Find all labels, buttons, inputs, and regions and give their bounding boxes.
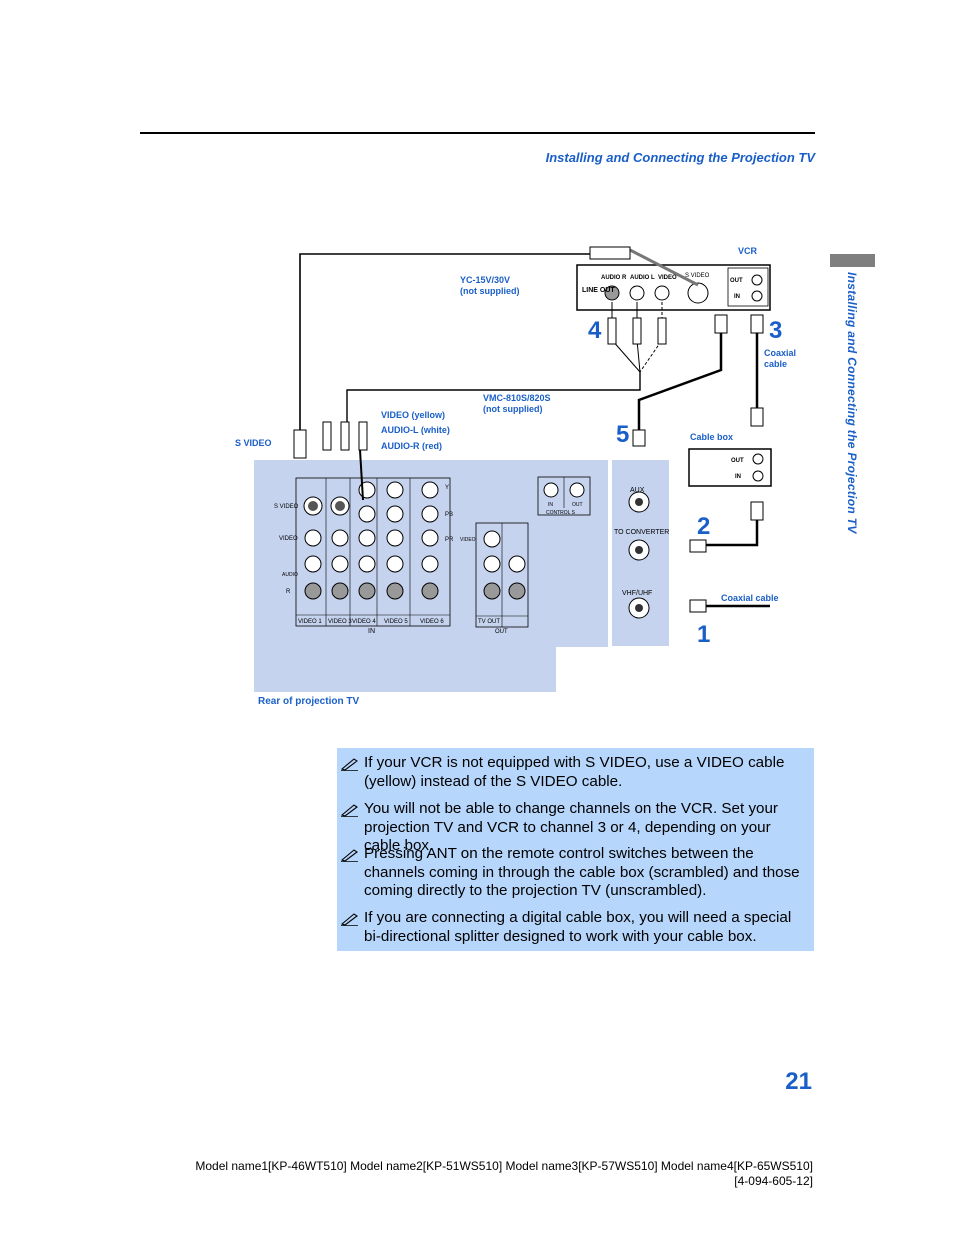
panel-video-label: VIDEO <box>279 536 298 542</box>
plug-video-label: VIDEO (yellow) <box>381 410 445 420</box>
cable-box-title: Cable box <box>690 432 733 442</box>
tv-rear-panel <box>254 460 608 692</box>
step-number: 2 <box>697 513 710 540</box>
panel-out-label: OUT <box>495 629 508 635</box>
plug-s-video-label: S VIDEO <box>235 438 272 448</box>
footer-code: [4-094-605-12] <box>734 1174 813 1188</box>
note-pencil-icon <box>341 758 358 771</box>
coaxial-cable-bottom-label: Coaxial cable <box>721 593 779 603</box>
note-item: If you are connecting a digital cable bo… <box>339 909 809 946</box>
vcr-s-video: S VIDEO <box>685 273 710 279</box>
input-label-4: VIDEO 4 <box>352 619 376 625</box>
panel-pr-label: PR <box>445 537 454 543</box>
input-label-1: VIDEO 1 <box>298 619 322 625</box>
vcr-title: VCR <box>738 246 758 256</box>
coaxial-cable-label-1: Coaxial <box>764 348 796 358</box>
section-header: Installing and Connecting the Projection… <box>545 150 815 165</box>
control-s-in-label: IN <box>548 502 553 508</box>
note-pencil-icon <box>341 849 358 862</box>
vcr-out: OUT <box>730 278 743 284</box>
to-converter-label: TO CONVERTER <box>614 529 669 536</box>
vmc-cable-note: (not supplied) <box>483 404 543 414</box>
page-number: 21 <box>785 1068 812 1095</box>
vcr-audio-r: AUDIO R <box>601 275 627 281</box>
note-pencil-icon <box>341 913 358 926</box>
note-text: If your VCR is not equipped with S VIDEO… <box>364 754 785 790</box>
coaxial-cable-label-2: cable <box>764 359 787 369</box>
vcr-audio-l: AUDIO L <box>630 275 655 281</box>
plug-audio-r-label: AUDIO-R (red) <box>381 441 442 451</box>
s-video-jack <box>303 496 350 516</box>
side-tab-marker <box>830 254 875 267</box>
tv-out-label: TV OUT <box>478 619 500 625</box>
note-item: If your VCR is not equipped with S VIDEO… <box>339 754 809 791</box>
out-video-label: VIDEO <box>460 537 476 543</box>
cable-box-out: OUT <box>731 458 744 464</box>
note-pencil-icon <box>341 804 358 817</box>
control-s-out-label: OUT <box>572 502 583 508</box>
vmc-cable-label: VMC-810S/820S <box>483 393 551 403</box>
control-s-label: CONTROL S <box>546 510 576 516</box>
notes-box: If your VCR is not equipped with S VIDEO… <box>337 748 814 951</box>
plug-audio-l-label: AUDIO-L (white) <box>381 425 450 435</box>
rear-of-tv-label: Rear of projection TV <box>258 696 359 707</box>
panel-pb-label: PB <box>445 512 453 518</box>
vhf-uhf-label: VHF/UHF <box>622 590 652 597</box>
yc-cable-note: (not supplied) <box>460 286 520 296</box>
note-item: You will not be able to change channels … <box>339 800 809 856</box>
footer-models: Model name1[KP-46WT510] Model name2[KP-5… <box>195 1159 813 1173</box>
step-number: 5 <box>616 421 629 448</box>
rca-jacks <box>304 481 439 600</box>
aux-label: AUX <box>630 487 645 494</box>
connection-diagram: S VIDEO VIDEO AUDIO R Y PB PR VIDEO 1 VI… <box>235 246 796 707</box>
header-rule <box>140 132 815 134</box>
step-number: 1 <box>697 621 710 648</box>
vcr-line-out: LINE OUT <box>582 287 615 294</box>
panel-audio-label: AUDIO <box>282 572 298 578</box>
input-label-6: VIDEO 6 <box>420 619 444 625</box>
note-text: Pressing ANT on the remote control switc… <box>364 845 800 899</box>
side-tab-label: Installing and Connecting the Projection… <box>845 272 859 534</box>
step-number: 4 <box>588 317 602 344</box>
footer: Model name1[KP-46WT510] Model name2[KP-5… <box>195 1159 813 1189</box>
panel-r-label: R <box>286 589 291 595</box>
note-text: If you are connecting a digital cable bo… <box>364 909 792 945</box>
step-number: 3 <box>769 317 782 344</box>
cable-box-in: IN <box>735 474 741 480</box>
note-item: Pressing ANT on the remote control switc… <box>339 845 809 901</box>
panel-in-label: IN <box>368 628 375 635</box>
panel-y-label: Y <box>445 485 449 491</box>
note-text: You will not be able to change channels … <box>364 800 778 854</box>
vcr-in: IN <box>734 294 740 300</box>
panel-s-video-label: S VIDEO <box>274 504 299 510</box>
input-label-5: VIDEO 5 <box>384 619 408 625</box>
vcr-video: VIDEO <box>658 275 677 281</box>
yc-cable-label: YC-15V/30V <box>460 275 510 285</box>
input-label-3: VIDEO 3 <box>328 619 352 625</box>
